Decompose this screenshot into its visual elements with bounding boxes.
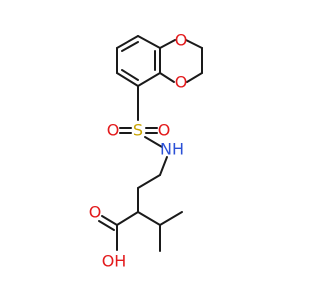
bond xyxy=(137,174,161,189)
bond xyxy=(159,211,183,226)
bond xyxy=(116,72,139,87)
bond xyxy=(186,72,203,83)
sulfonyl-bonds xyxy=(119,127,158,134)
bond xyxy=(185,39,203,49)
ring-oxygen-bottom-label: O xyxy=(175,73,188,92)
carboxyl-group xyxy=(98,215,118,251)
atom-labels: O O S O O NH O OH xyxy=(89,31,188,271)
sulfonyl-oxygen-right-label: O xyxy=(158,121,171,140)
bond xyxy=(137,35,161,49)
bond xyxy=(137,72,161,87)
sulfonyl-oxygen-left-label: O xyxy=(107,121,120,140)
bond xyxy=(101,215,118,226)
bond xyxy=(144,136,163,148)
molecule-structure: O O S O O NH O OH xyxy=(89,31,203,271)
aromatic-bond xyxy=(121,69,139,81)
bond xyxy=(159,72,175,83)
bond xyxy=(137,211,161,226)
sulfur-label: S xyxy=(133,121,143,140)
bond xyxy=(159,39,176,49)
hydroxyl-oh-label: OH xyxy=(102,252,127,271)
bond xyxy=(98,220,115,231)
bond xyxy=(116,211,139,226)
bond xyxy=(116,35,139,49)
benzene-ring xyxy=(116,35,161,87)
carbonyl-oxygen-label: O xyxy=(89,203,102,222)
ring-oxygen-top-label: O xyxy=(175,31,188,50)
bond xyxy=(159,156,168,176)
aromatic-bond xyxy=(121,41,139,52)
dioxane-ring xyxy=(159,39,203,83)
amine-nh-label: NH xyxy=(160,140,184,159)
side-chain xyxy=(116,156,183,252)
